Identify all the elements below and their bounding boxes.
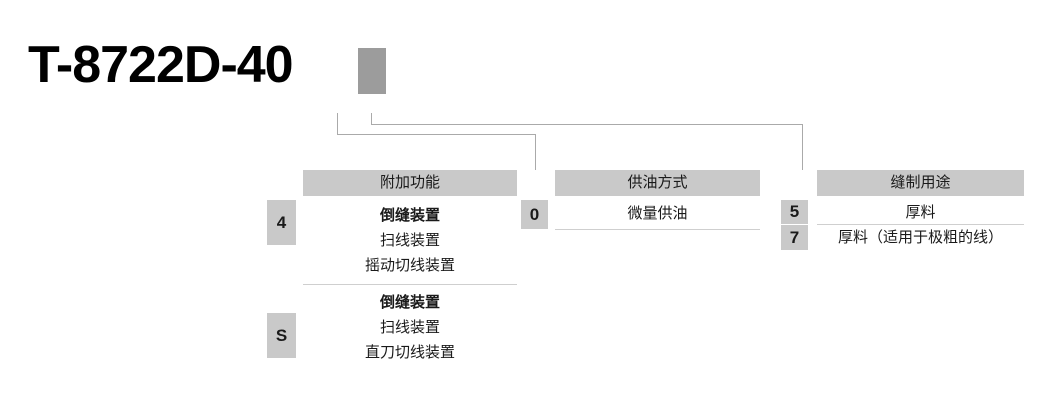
connector-line-left-vertical-down [535, 134, 536, 170]
column-header-additional-function: 附加功能 [303, 170, 517, 196]
option-line: 倒缝装置 [379, 207, 440, 224]
model-number-title: T-8722D-40 [28, 36, 294, 94]
option-group-sewing-application-5: 厚料 [817, 200, 1024, 225]
connector-line-left-vertical-top [337, 113, 338, 135]
column-header-sewing-application: 缝制用途 [817, 170, 1024, 196]
option-group-sewing-application-7: 厚料（适用于极粗的线） [817, 225, 1024, 250]
column-header-oil-supply: 供油方式 [555, 170, 760, 196]
option-group-oil-supply-0: 微量供油 [555, 201, 760, 226]
code-chip-s[interactable]: S [267, 313, 296, 358]
column-sewing-application: 缝制用途 [817, 170, 1024, 196]
model-number-suffix-placeholder-swatch [358, 48, 386, 94]
column-oil-supply: 供油方式 [555, 170, 760, 196]
option-line: 扫线装置 [379, 232, 440, 249]
option-line: 摇动切线装置 [364, 257, 455, 274]
connector-line-right-vertical-top [371, 113, 372, 125]
option-group-additional-function-s: 倒缝装置 扫线装置 直刀切线装置 [303, 290, 517, 365]
option-line: 扫线装置 [379, 319, 440, 336]
connector-line-left-horizontal [337, 134, 536, 135]
connector-line-right-horizontal [371, 124, 802, 125]
option-line: 厚料（适用于极粗的线） [837, 229, 1003, 246]
separator-additional-function [303, 284, 517, 285]
option-line: 厚料 [905, 204, 936, 221]
connector-line-right-vertical-down [802, 124, 803, 170]
code-chip-0[interactable]: 0 [521, 200, 548, 229]
separator-oil-supply [555, 229, 760, 230]
code-chip-5[interactable]: 5 [781, 200, 808, 224]
option-line: 倒缝装置 [379, 294, 440, 311]
option-line: 直刀切线装置 [364, 344, 455, 361]
separator-sewing-application [817, 224, 1024, 225]
column-additional-function: 附加功能 [303, 170, 517, 196]
option-group-additional-function-4: 倒缝装置 扫线装置 摇动切线装置 [303, 203, 517, 278]
code-chip-4[interactable]: 4 [267, 200, 296, 245]
code-chip-7[interactable]: 7 [781, 225, 808, 250]
option-line: 微量供油 [627, 205, 688, 222]
